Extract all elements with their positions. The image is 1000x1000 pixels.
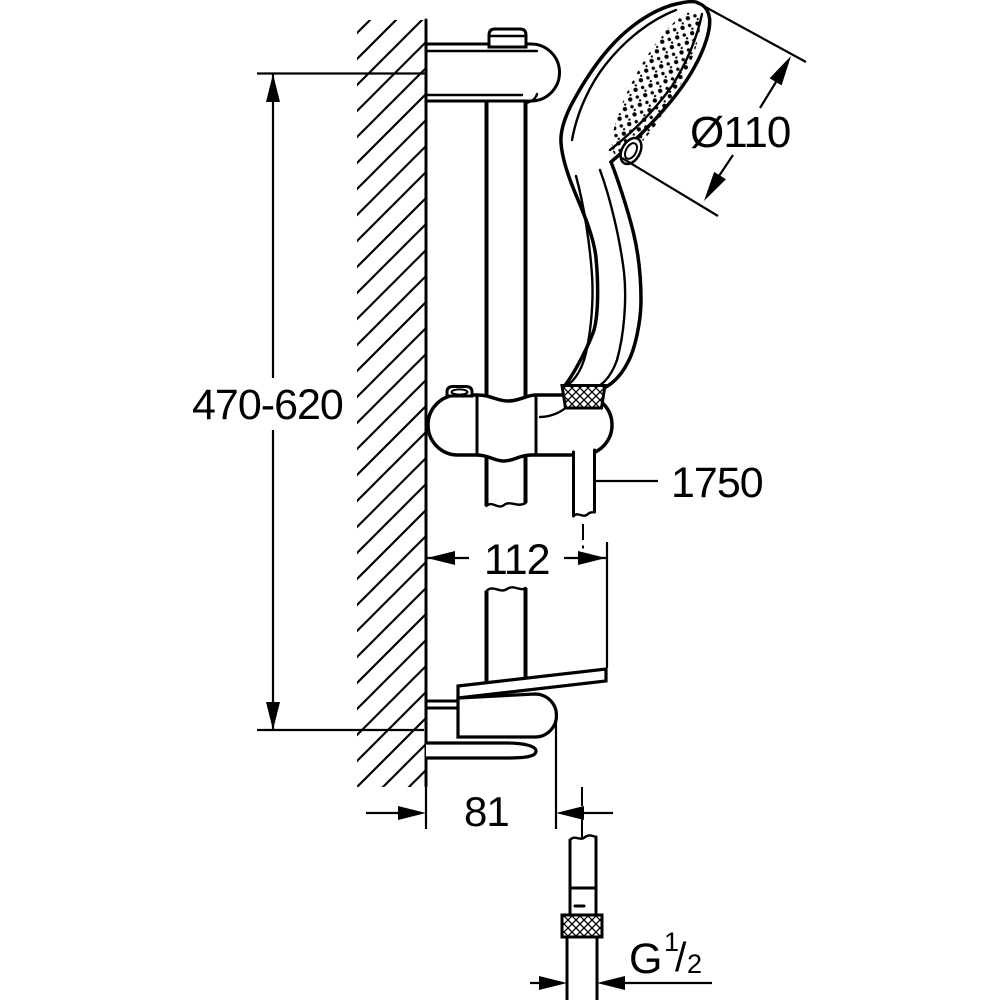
bottom-bracket-arm — [426, 741, 538, 760]
soap-dish-plate — [456, 667, 608, 700]
wall-section — [357, 18, 428, 788]
thread-label-denominator: 2 — [687, 949, 702, 979]
bottom-assembly — [424, 667, 608, 760]
dim-head-diameter: Ø110 — [621, 2, 807, 217]
top-bracket — [424, 27, 561, 105]
handle-inner-line-front — [597, 168, 627, 388]
hose-end-fill — [570, 838, 596, 888]
top-bracket-screw-cap — [487, 27, 528, 49]
arrow-left-icon — [556, 806, 584, 820]
rail-break-upper — [485, 501, 527, 508]
dim-wall-to-bracket-label: 81 — [464, 788, 509, 835]
top-bracket-round-end — [529, 42, 561, 103]
dim-hose-length: 1750 — [596, 459, 764, 507]
knurled-nut — [560, 913, 604, 939]
holder-dividers — [475, 393, 538, 457]
hand-shower — [559, 0, 712, 392]
arrow-left-icon — [597, 976, 625, 990]
arrow-up-icon — [266, 74, 280, 102]
handle-knurl-nut — [560, 384, 607, 410]
dim-diameter-ext-top — [697, 2, 807, 63]
head-back-inner-line — [570, 8, 678, 142]
knurl-pattern — [560, 384, 607, 410]
wall-hatch — [357, 20, 426, 787]
thread-label-slash: / — [675, 934, 687, 980]
thread-connector — [565, 935, 599, 1000]
dim-rail-height-label: 470-620 — [192, 381, 343, 429]
hose-edges — [572, 448, 596, 518]
shower-rail — [484, 102, 528, 684]
dim-rail-height: 470-620 — [192, 72, 426, 732]
handle-inner-line-back — [567, 174, 594, 386]
holder-cup-line — [538, 406, 567, 419]
spray-face — [611, 11, 701, 157]
dim-hose-length-label: 1750 — [671, 459, 763, 507]
hose-connector-end — [560, 787, 604, 1000]
holder-lock-knob-top — [450, 388, 469, 396]
thread-label-numerator: 1 — [664, 927, 679, 957]
bottom-bracket-wall-links — [424, 699, 460, 710]
hose-end-break — [568, 834, 598, 842]
arrow-downleft-icon — [704, 171, 726, 201]
arrow-left-icon — [427, 551, 455, 565]
dim-wall-to-hose-label: 112 — [484, 536, 550, 584]
top-bracket-inner-lines — [424, 49, 539, 97]
coupling-section — [568, 886, 598, 917]
face-rim-inner-line — [608, 12, 704, 152]
hose-break — [572, 510, 596, 518]
spray-mode-button-inner — [623, 142, 639, 160]
dim-thread-size: G 1 / 2 — [530, 927, 712, 990]
bottom-bracket-body — [456, 692, 559, 739]
dim-diameter-line-bottom — [718, 154, 734, 177]
rail-break-lower — [485, 586, 527, 593]
dim-head-diameter-label: Ø110 — [690, 108, 790, 157]
arrow-upright-icon — [769, 56, 791, 86]
dim-wall-to-bracket: 81 — [366, 712, 613, 835]
shower-hose-upper — [572, 448, 596, 557]
arrow-right-icon — [398, 806, 426, 820]
arrow-down-icon — [266, 702, 280, 730]
hose-fill — [573, 450, 595, 516]
arrow-right-icon — [578, 551, 606, 565]
hose-end-edges — [568, 835, 598, 890]
thread-label-base: G — [629, 935, 661, 983]
rail-lower-segment — [484, 588, 528, 684]
dim-wall-to-hose: 112 — [427, 536, 609, 668]
dim-diameter-ext-bottom — [621, 157, 719, 217]
dim-diameter-line-top — [759, 81, 777, 109]
arrow-right-icon — [539, 976, 567, 990]
